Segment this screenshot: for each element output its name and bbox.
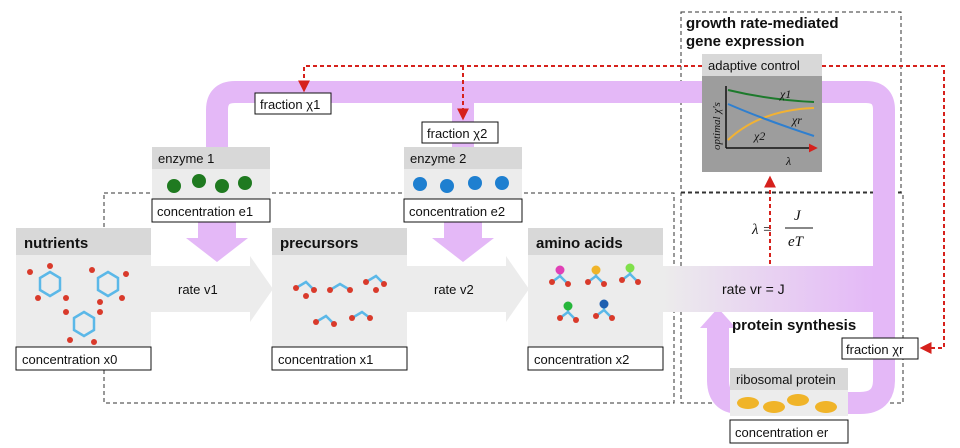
curve-chir	[727, 107, 815, 141]
pool-precursors: precursors concentration x1	[271, 228, 408, 371]
pool-title: nutrients	[24, 235, 88, 252]
control-title-line2: gene expression	[686, 33, 804, 50]
control-signals	[298, 65, 945, 354]
lambda-num: J	[794, 208, 802, 224]
enzyme-2-icon	[413, 176, 509, 193]
curve-label-chi1: χ1	[779, 87, 791, 101]
rate-arrow-2	[406, 256, 529, 322]
curve-chi2	[727, 103, 815, 137]
fraction-chir-label: fraction χr	[846, 342, 904, 357]
amino-acid-molecules-icon	[549, 263, 641, 323]
pool-nutrients: nutrients concentration x0	[15, 228, 152, 371]
rate-lane-r	[663, 266, 875, 312]
control-title-line1: growth rate-mediated	[686, 15, 839, 32]
lambda-lhs: λ =	[751, 222, 772, 238]
nutrient-molecules-icon	[27, 263, 129, 345]
pool-title: precursors	[280, 235, 358, 252]
pool-title: amino acids	[536, 235, 623, 252]
rate-v1-label: rate v1	[178, 282, 218, 297]
enzyme-1-panel: enzyme 1 concentration e1	[151, 147, 271, 223]
ribo-label: ribosomal protein	[736, 372, 836, 387]
pool-concentration: concentration x0	[22, 352, 117, 367]
curve-chi1	[727, 89, 815, 103]
control-label: adaptive control	[708, 58, 800, 73]
pool-concentration: concentration x2	[534, 352, 629, 367]
rate-v2-label: rate v2	[434, 282, 474, 297]
enzyme-concentration: concentration e1	[157, 204, 253, 219]
curve-label-chir: χr	[791, 113, 802, 127]
curve-label-chi2: χ2	[753, 129, 765, 143]
enzyme-label: enzyme 1	[158, 151, 214, 166]
fraction-chi1-label: fraction χ1	[260, 97, 320, 112]
enzyme-concentration: concentration e2	[409, 204, 505, 219]
adaptive-control-panel: adaptive control χ1 χr χ2 optimal χ's λ	[702, 54, 822, 172]
synthesis-title: protein synthesis	[732, 317, 856, 334]
precursor-molecules-icon	[293, 274, 387, 327]
flow-loop	[206, 81, 895, 414]
flow-arrow-up	[700, 308, 736, 328]
pool-amino-acids: amino acids concentration x2	[527, 228, 664, 371]
enzyme-label: enzyme 2	[410, 151, 466, 166]
fraction-chi2-label: fraction χ2	[427, 126, 487, 141]
pool-concentration: concentration x1	[278, 352, 373, 367]
rate-arrow-1	[150, 256, 273, 322]
enzyme-2-panel: enzyme 2 concentration e2	[403, 147, 523, 223]
enzyme-1-icon	[167, 174, 252, 193]
control-ylabel: optimal χ's	[711, 102, 723, 150]
control-xlabel: λ	[785, 154, 791, 168]
rate-vr-label: rate vr = J	[722, 281, 785, 297]
ribosome-icon	[737, 394, 837, 413]
ribo-concentration: concentration er	[735, 425, 829, 440]
lambda-den: eT	[788, 234, 805, 250]
ribosome-panel: ribosomal protein concentration er	[729, 368, 849, 444]
